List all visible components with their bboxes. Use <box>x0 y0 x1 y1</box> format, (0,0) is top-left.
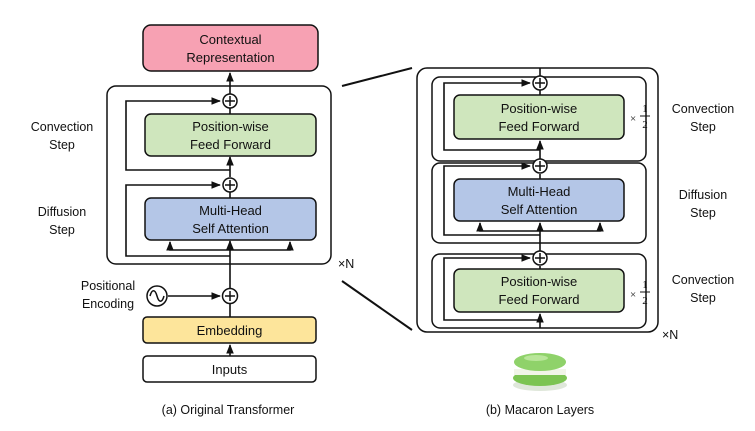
original-transformer: Contextual Representation ×N Position-wi… <box>31 24 354 417</box>
diffusion-label-line2: Step <box>690 206 716 220</box>
half-numerator: 1 <box>642 279 648 291</box>
convection-bottom-label-line2: Step <box>690 291 716 305</box>
convection-top-label-line1: Convection <box>672 102 735 116</box>
macaron-repeat-box <box>416 67 659 333</box>
plus-circle-icon <box>222 177 238 193</box>
half-times-symbol: × <box>630 113 636 125</box>
feed-forward-label-line1: Position-wise <box>192 119 269 134</box>
convection-step-label-line1: Convection <box>31 120 94 134</box>
macaron-attention-box <box>453 178 625 222</box>
half-denominator: 2 <box>642 119 648 131</box>
plus-circle-icon <box>532 75 548 91</box>
convection-bottom-label-line1: Convection <box>672 273 735 287</box>
convection-step-label-line2: Step <box>49 138 75 152</box>
attention-label-line2: Self Attention <box>192 221 269 236</box>
repeat-n-label: ×N <box>338 257 354 271</box>
positional-encoding-label-line1: Positional <box>81 279 135 293</box>
sine-wave-icon <box>146 285 168 307</box>
plus-circle-icon <box>532 250 548 266</box>
bottom-ff-label-line1: Position-wise <box>501 274 578 289</box>
macaron-repeat-n-label: ×N <box>662 328 678 342</box>
feed-forward-label-line2: Feed Forward <box>190 137 271 152</box>
bottom-ff-label-line2: Feed Forward <box>499 292 580 307</box>
half-factor-bottom: × 1 2 <box>630 279 650 307</box>
caption-original-transformer: (a) Original Transformer <box>162 403 295 417</box>
contextual-label-line1: Contextual <box>199 32 261 47</box>
plus-circle-icon <box>222 93 238 109</box>
positional-encoding-label-line2: Encoding <box>82 297 134 311</box>
attention-label-line1: Multi-Head <box>199 203 262 218</box>
top-feed-forward-box <box>453 94 625 140</box>
half-times-symbol: × <box>630 289 636 301</box>
diffusion-label-line1: Diffusion <box>679 188 727 202</box>
contextual-representation-box <box>142 24 319 72</box>
half-factor-top: × 1 2 <box>630 103 650 131</box>
zoom-connector <box>341 67 413 331</box>
macaron-attention-label-line2: Self Attention <box>501 202 578 217</box>
repeat-block-box <box>106 85 332 265</box>
half-numerator: 1 <box>642 103 648 115</box>
diffusion-step-label-line2: Step <box>49 223 75 237</box>
convection-top-label-line2: Step <box>690 120 716 134</box>
embedding-label: Embedding <box>197 323 263 338</box>
caption-macaron-layers: (b) Macaron Layers <box>486 403 594 417</box>
bottom-feed-forward-box <box>453 268 625 313</box>
top-ff-label-line1: Position-wise <box>501 101 578 116</box>
inputs-label: Inputs <box>212 362 248 377</box>
plus-circle-icon <box>532 158 548 174</box>
half-denominator: 2 <box>642 295 648 307</box>
macaron-image <box>513 353 567 391</box>
top-ff-label-line2: Feed Forward <box>499 119 580 134</box>
plus-circle-icon <box>221 287 239 305</box>
contextual-label-line2: Representation <box>186 50 274 65</box>
macaron-layers: ×N Position-wise Feed Forward Multi-Head… <box>416 67 735 417</box>
diffusion-step-label-line1: Diffusion <box>38 205 86 219</box>
macaron-attention-label-line1: Multi-Head <box>508 184 571 199</box>
